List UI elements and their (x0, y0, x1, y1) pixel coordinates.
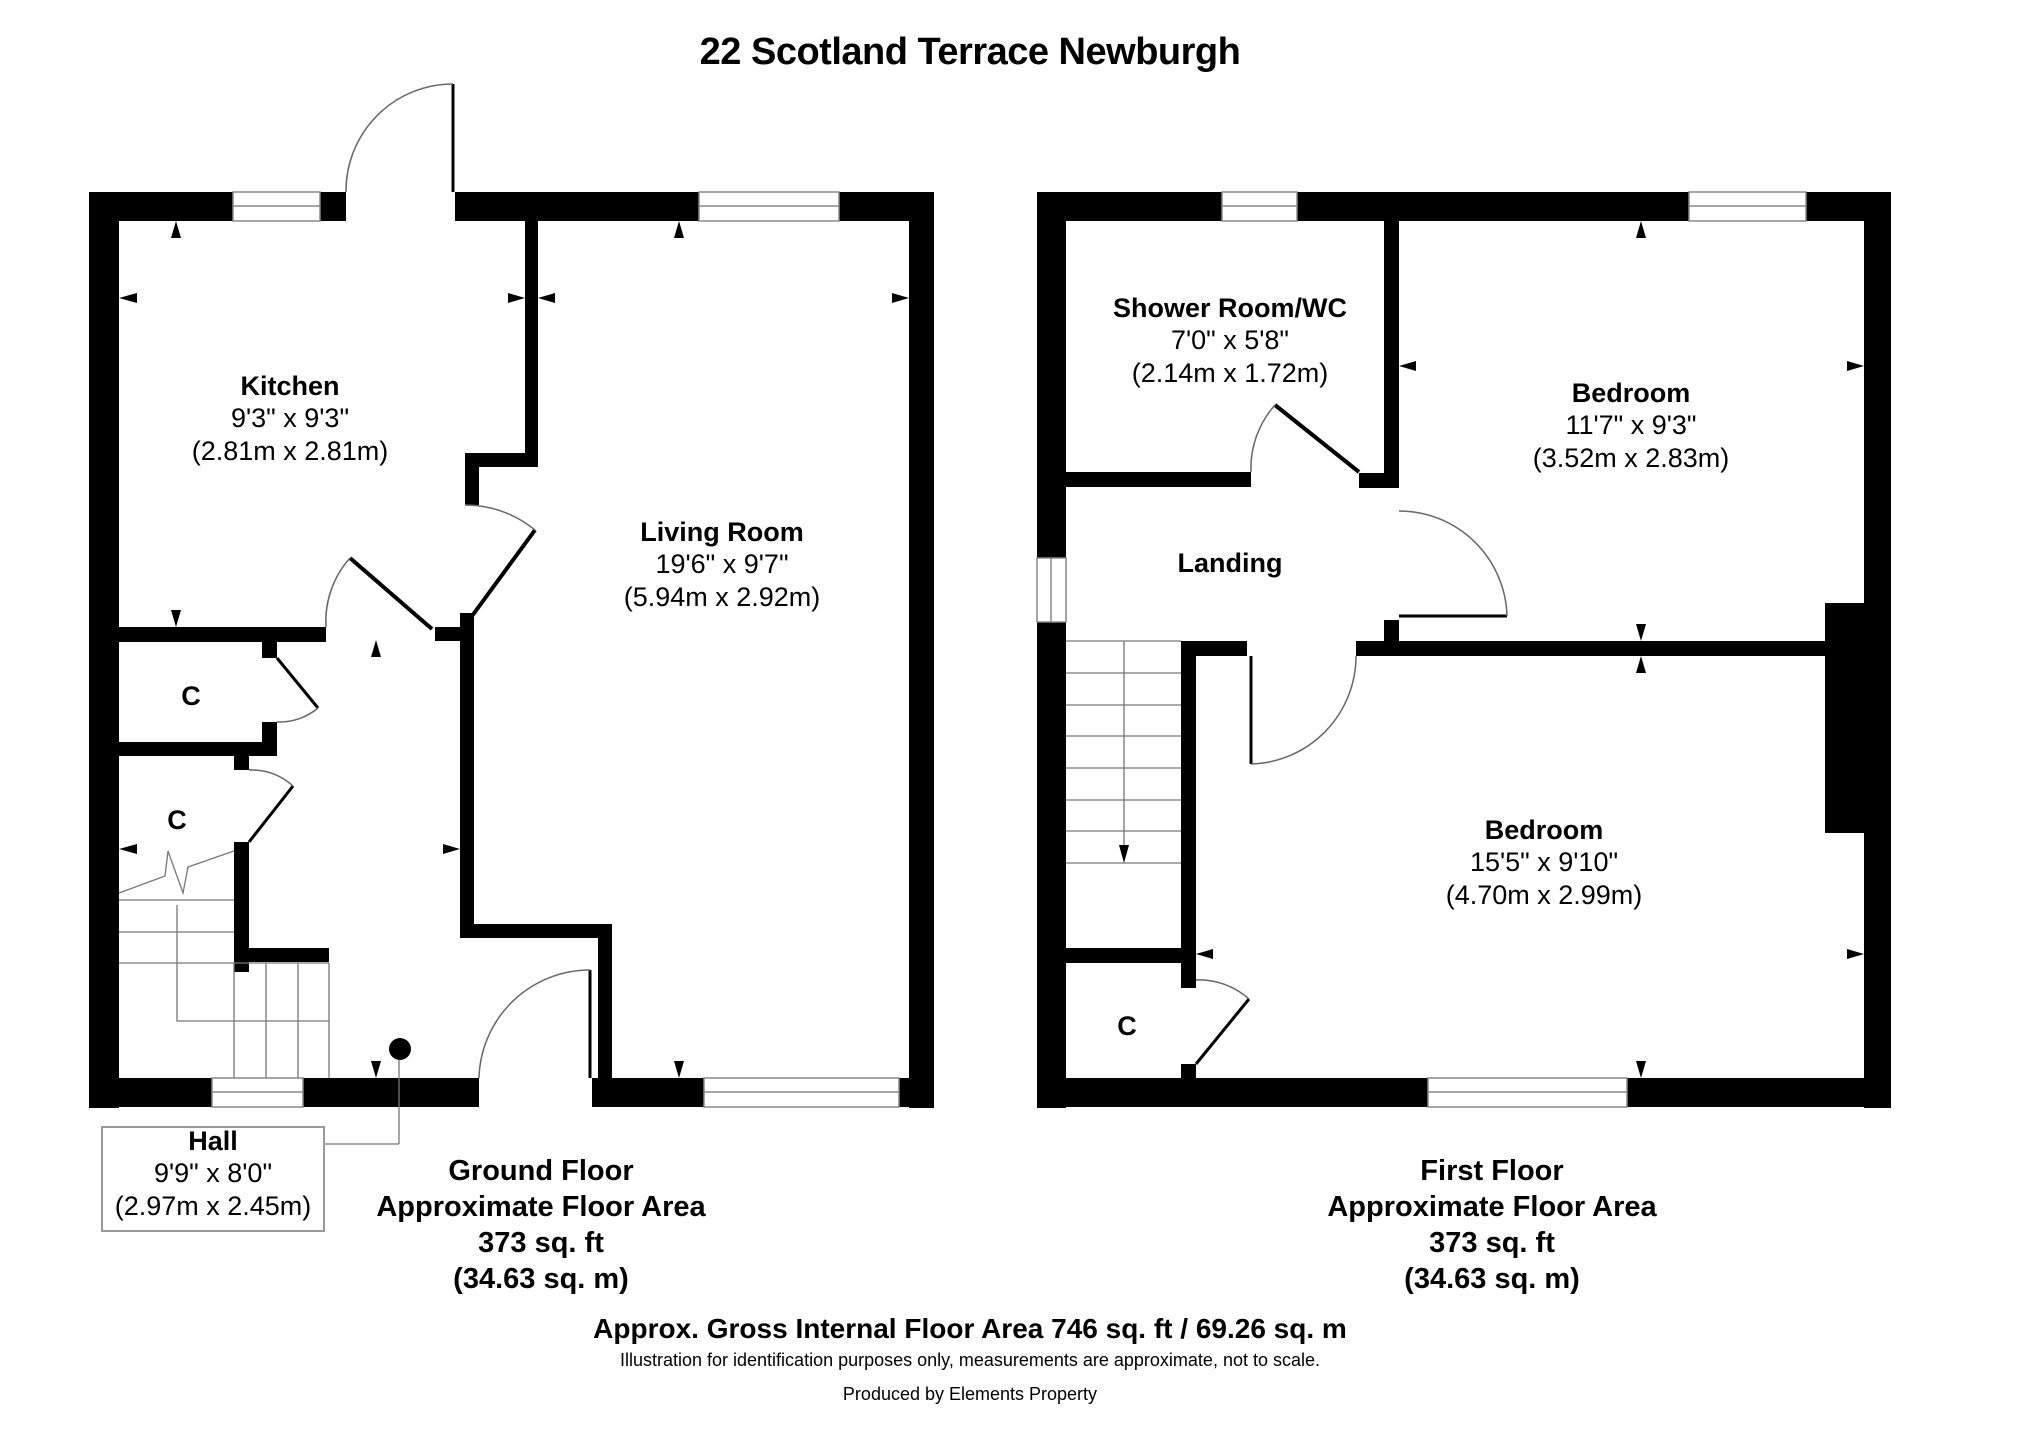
room-label-bedroom-2: Bedroom 15'5" x 9'10" (4.70m x 2.99m) (1446, 814, 1643, 911)
floor-area-label: Approximate Floor Area (376, 1191, 706, 1223)
room-label-landing: Landing (1177, 548, 1283, 578)
first-floor-dimension-markers (1196, 221, 1864, 1078)
room-dimensions-imperial: 9'3" x 9'3" (230, 403, 350, 434)
ground-floor-windows (211, 191, 900, 1108)
ground-floor-dimension-markers (119, 221, 909, 1078)
room-name: Shower Room/WC (1113, 293, 1347, 323)
first-floor-windows (1036, 191, 1807, 1108)
ground-floor-area: Ground Floor Approximate Floor Area 373 … (376, 1153, 705, 1297)
room-dimensions-metric: (2.14m x 1.72m) (1131, 357, 1329, 388)
first-floor-stairs (1066, 640, 1181, 864)
cupboard-label: C (181, 681, 201, 711)
ground-floor-walls (89, 192, 934, 1108)
floor-label: First Floor (1420, 1155, 1564, 1187)
first-floor-area: First Floor Approximate Floor Area 373 s… (1327, 1153, 1656, 1297)
first-floor-doors (1194, 403, 1508, 1065)
floor-area-label: Approximate Floor Area (1327, 1191, 1657, 1223)
cupboard-label: C (167, 805, 187, 835)
room-dimensions-imperial: 11'7" x 9'3" (1565, 410, 1697, 441)
page-title: 22 Scotland Terrace Newburgh (699, 31, 1241, 73)
room-dimensions-metric: (2.97m x 2.45m) (114, 1190, 312, 1221)
first-floor-walls (1037, 192, 1891, 1108)
room-label-kitchen: Kitchen 9'3" x 9'3" (2.81m x 2.81m) (192, 370, 389, 467)
floor-area-sqft: 373 sq. ft (478, 1227, 604, 1259)
ground-floor-doors (247, 83, 592, 1079)
floor-label: Ground Floor (448, 1155, 634, 1187)
cupboard-label: C (1117, 1011, 1137, 1041)
room-label-shower-room: Shower Room/WC 7'0" x 5'8" (2.14m x 1.72… (1113, 292, 1347, 389)
room-dimensions-metric: (4.70m x 2.99m) (1445, 879, 1643, 910)
floor-area-sqm: (34.63 sq. m) (453, 1263, 629, 1295)
room-name: Hall (188, 1126, 238, 1156)
floor-area-sqft: 373 sq. ft (1429, 1227, 1555, 1259)
room-dimensions-imperial: 19'6" x 9'7" (655, 549, 789, 580)
room-name: Bedroom (1484, 815, 1604, 845)
disclaimer: Illustration for identification purposes… (619, 1350, 1321, 1370)
room-label-living-room: Living Room 19'6" x 9'7" (5.94m x 2.92m) (624, 516, 821, 613)
room-dimensions-metric: (2.81m x 2.81m) (191, 435, 389, 466)
floor-area-sqm: (34.63 sq. m) (1404, 1263, 1580, 1295)
room-label-hall: Hall 9'9" x 8'0" (2.97m x 2.45m) (115, 1125, 312, 1222)
room-dimensions-imperial: 9'9" x 8'0" (153, 1158, 273, 1189)
ground-floor-stairs (118, 850, 330, 1078)
credit: Produced by Elements Property (842, 1384, 1098, 1404)
room-dimensions-metric: (3.52m x 2.83m) (1532, 442, 1730, 473)
meter-marker (325, 1038, 411, 1145)
gross-floor-area: Approx. Gross Internal Floor Area 746 sq… (593, 1313, 1347, 1344)
room-label-bedroom-1: Bedroom 11'7" x 9'3" (3.52m x 2.83m) (1533, 377, 1730, 474)
room-name: Bedroom (1571, 378, 1691, 408)
room-dimensions-imperial: 7'0" x 5'8" (1170, 325, 1290, 356)
room-name: Living Room (640, 517, 804, 547)
room-name: Kitchen (240, 371, 340, 401)
room-dimensions-metric: (5.94m x 2.92m) (623, 581, 821, 612)
room-dimensions-imperial: 15'5" x 9'10" (1469, 847, 1619, 878)
stair-arrow-icon (1119, 845, 1129, 863)
hall-label-box (101, 1126, 325, 1232)
